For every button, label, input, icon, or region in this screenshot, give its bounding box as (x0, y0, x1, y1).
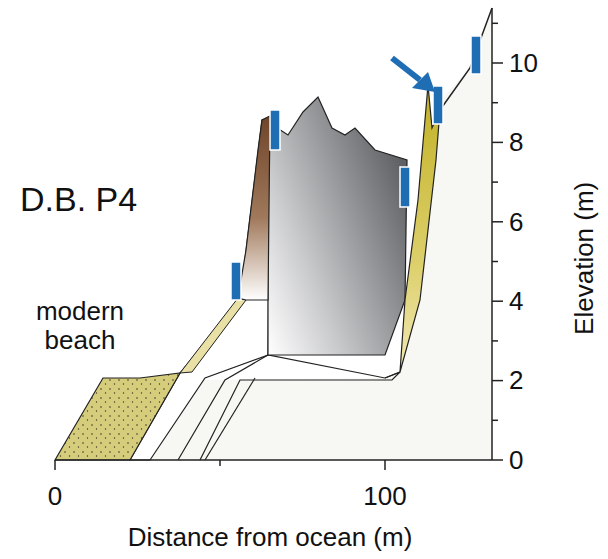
tick-label: 100 (363, 482, 406, 511)
y-ticks (492, 23, 503, 460)
sample-bars (231, 36, 481, 300)
brown-layer (238, 116, 270, 300)
tick-label: 2 (509, 366, 523, 395)
axes (55, 8, 492, 470)
tick-mark (492, 261, 498, 263)
tick-mark (492, 102, 498, 104)
tick-label: 0 (509, 446, 523, 475)
tick-mark (492, 221, 503, 223)
tick-mark (492, 459, 503, 461)
axis-title: Elevation (m) (571, 181, 600, 334)
marker-arrow (392, 58, 435, 92)
tick-mark (492, 300, 503, 302)
tick-mark (492, 23, 498, 25)
tick-label: 4 (509, 287, 523, 316)
tick-mark (492, 62, 503, 64)
tick-mark (492, 340, 498, 342)
tick-label: 0 (48, 482, 62, 511)
beach-sand (55, 373, 180, 460)
grey-unit (268, 97, 407, 355)
yellow-band (385, 85, 440, 378)
tick-mark (492, 142, 503, 144)
bedrock (150, 8, 492, 460)
tick-label: 8 (509, 128, 523, 157)
unit-label: modern beach (20, 297, 140, 354)
axis-title: Distance from ocean (m) (128, 523, 413, 552)
beige-band (180, 298, 246, 373)
tick-mark (492, 380, 503, 382)
tick-label: 10 (509, 49, 538, 78)
tick-label: 6 (509, 208, 523, 237)
panel-title: D.B. P4 (20, 181, 137, 218)
terrain-line (440, 8, 492, 110)
tick-mark (492, 181, 498, 183)
tick-mark (492, 420, 498, 422)
band-line (205, 378, 255, 460)
band-line (178, 355, 400, 460)
